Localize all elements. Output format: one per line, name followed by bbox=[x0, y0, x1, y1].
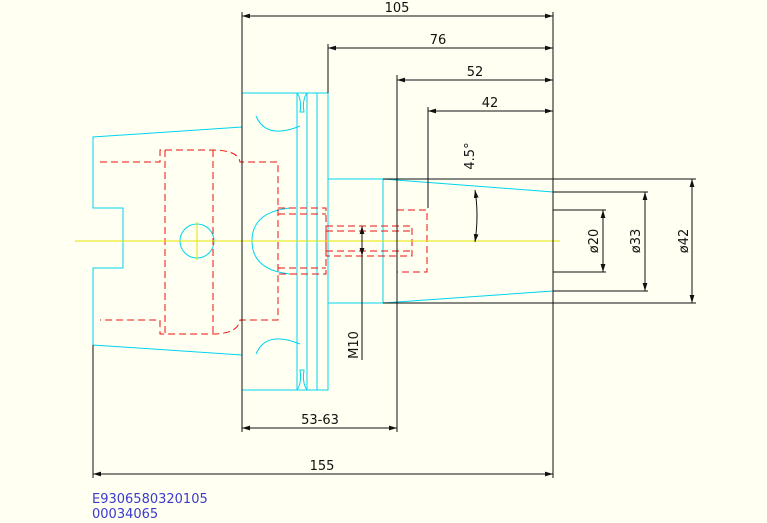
order-number: 00034065 bbox=[92, 507, 158, 522]
part-code-block: E9306580320105 00034065 bbox=[92, 492, 208, 522]
taper-shank-outline bbox=[92, 126, 243, 356]
label-155: 155 bbox=[310, 459, 335, 474]
drive-slot-top bbox=[255, 115, 301, 132]
part-number: E9306580320105 bbox=[92, 492, 208, 507]
drive-slot-bottom bbox=[255, 338, 301, 355]
label-angle: 4.5° bbox=[463, 142, 478, 169]
dimension-lines bbox=[92, 12, 696, 478]
v-groove-top bbox=[296, 92, 308, 113]
hidden-lines bbox=[100, 149, 428, 335]
label-105: 105 bbox=[385, 1, 410, 16]
label-thread: M10 bbox=[347, 331, 362, 359]
label-76: 76 bbox=[430, 33, 447, 48]
label-dia20: ø20 bbox=[587, 229, 602, 254]
label-dia42: ø42 bbox=[677, 229, 692, 254]
centerlines bbox=[75, 222, 560, 260]
label-42: 42 bbox=[482, 96, 499, 111]
label-52: 52 bbox=[467, 65, 484, 80]
v-groove-bottom bbox=[296, 369, 308, 391]
label-53-63: 53-63 bbox=[301, 413, 339, 428]
dimension-labels: 105 76 52 42 4.5° ø20 ø33 ø42 M10 53-63 … bbox=[301, 1, 692, 474]
label-dia33: ø33 bbox=[629, 229, 644, 254]
dim-angle-arc bbox=[473, 189, 479, 243]
hidden-bore-outer bbox=[100, 149, 279, 335]
